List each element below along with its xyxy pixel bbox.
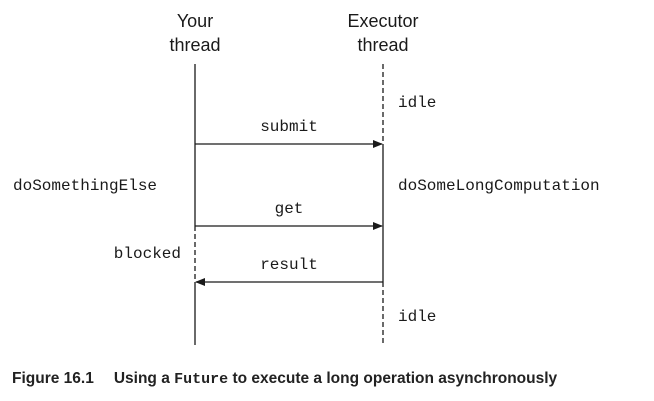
get-label: get [275,200,304,218]
executor-thread-label-line2: thread [357,35,408,55]
your-thread-label-line2: thread [169,35,220,55]
idle-label-bottom: idle [398,308,436,326]
submit-label: submit [260,118,318,136]
your-thread-label-line1: Your [177,11,213,31]
figure-caption: Figure 16.1 Using a Future to execute a l… [12,370,557,388]
blocked-label: blocked [114,245,181,263]
figure-number: Figure 16.1 [12,370,94,387]
do-some-long-computation-label: doSomeLongComputation [398,177,600,195]
caption-text-before: Using a [113,370,175,387]
result-label: result [260,256,318,274]
caption-code: Future [174,371,229,388]
do-something-else-label: doSomethingElse [13,177,157,195]
sequence-diagram: Your thread Executor thread submit get r… [13,11,600,345]
caption-text-after: to execute a long operation asynchronous… [228,370,558,387]
executor-thread-label-line1: Executor [347,11,418,31]
idle-label-top: idle [398,94,436,112]
